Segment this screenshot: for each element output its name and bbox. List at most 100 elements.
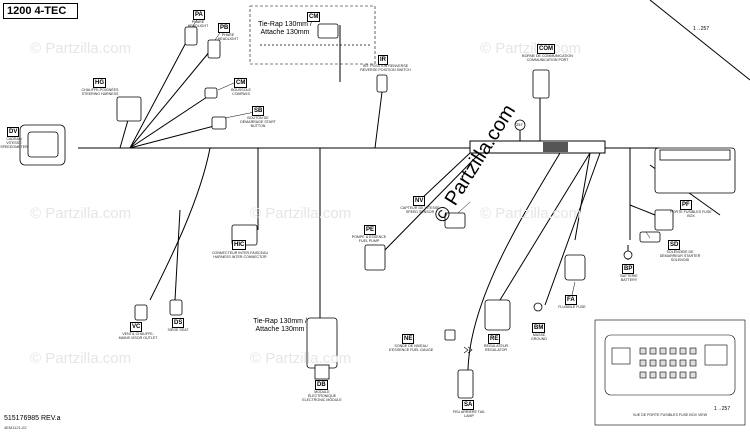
drawing-code: 4EM1121-02 xyxy=(4,425,27,430)
tie-rap-top-text: Tie-Rap 130mm / Attache 130mm xyxy=(258,21,312,36)
ecu-module-top xyxy=(659,149,731,161)
label-cm: BOUSSOLE COMPASS xyxy=(231,88,251,96)
label-com: BORNE DE COMMUNICATION COMMUNICATION POR… xyxy=(522,54,573,62)
label-fa: FLUSIBLE FUSE xyxy=(558,305,586,309)
tag-com: COM xyxy=(537,44,555,54)
tag-dv: DV xyxy=(7,127,20,137)
fuse-box-view-label: VUE DE PORTE FUSIBLES FUSE BOX VIEW xyxy=(632,413,708,417)
tag-ds: DS xyxy=(172,318,185,328)
tag-fa: FA xyxy=(565,295,577,305)
wire-break xyxy=(463,346,473,354)
fuse-box-view xyxy=(604,334,736,396)
tag-re: RE xyxy=(488,334,501,344)
label-pb: PHARE HEADLIGHT xyxy=(217,33,239,41)
hg-connector xyxy=(116,96,142,122)
sd-connector xyxy=(639,231,661,243)
part-number: 515176985 REV.a xyxy=(4,415,61,422)
tag-vc: VC xyxy=(130,322,143,332)
watermark-1: © Partzilla.com xyxy=(30,40,132,57)
label-ne: SONDE DE NIVEAU D'ESSENCE FUEL GAUGE xyxy=(388,344,434,352)
tag-sb: SB xyxy=(252,106,265,116)
vc-connector xyxy=(134,304,148,321)
tag-bp: BP xyxy=(622,264,635,274)
label-hic: CONNECTEUR INTER-FAISCEAU HARNESS INTER … xyxy=(211,251,269,259)
cm-connector xyxy=(204,87,218,99)
tie-rap-boxes xyxy=(249,5,746,426)
label-bp: BATTERIE BATTERY xyxy=(620,274,638,282)
label-sb: BOUTON DE DÉMARRAGE START BUTTON xyxy=(240,116,276,128)
branch-to-fa xyxy=(574,152,591,241)
label-db: MODULE ÉLECTRONIQUE ELECTRONIC MODULE xyxy=(302,390,342,402)
tag-hic: HIC xyxy=(232,240,247,250)
tie-rap-bottom-text: Tie-Rap 130mm / Attache 130mm xyxy=(253,318,307,333)
diagram-title: 1200 4-TEC xyxy=(3,3,78,19)
label-vc: VENTIL CHAUFFE-MAINS VISOR OUTLET xyxy=(118,332,158,340)
label-sd: SOLÉNOÏDE DE DÉMARREUR STARTER SOLENOID xyxy=(659,250,701,262)
watermark-4: © Partzilla.com xyxy=(250,205,352,222)
ne-connector xyxy=(444,329,456,341)
label-dv: CADRAN VITESSE SPEEDOMETER xyxy=(0,137,28,149)
com-connector xyxy=(532,69,550,99)
tag-pe: PE xyxy=(364,225,377,235)
ds-connector xyxy=(169,299,183,316)
label-nv: CAPTEUR DE VITESSE SPEED SENSOR xyxy=(400,206,440,214)
watermark-2: © Partzilla.com xyxy=(480,40,582,57)
bm-terminal xyxy=(533,302,543,312)
tag-hg: HG xyxy=(93,78,106,88)
db-module-stem xyxy=(314,364,330,380)
branch-to-pe xyxy=(379,152,481,256)
pb-connector xyxy=(207,39,221,59)
branch-to-sd xyxy=(629,204,656,216)
tag-sd: SD xyxy=(668,240,681,250)
fuse-box-relay xyxy=(704,344,728,366)
ecm-box xyxy=(594,319,746,426)
watermark-7: © Partzilla.com xyxy=(480,205,582,222)
label-pe: POMPE À ESSENCE FUEL PUMP xyxy=(351,235,387,243)
nv-connector xyxy=(444,212,466,229)
branch-to-top-right xyxy=(649,0,750,81)
component-shapes xyxy=(19,23,736,399)
tag-pf: PF xyxy=(680,200,692,210)
watermark-3: © Partzilla.com xyxy=(30,205,132,222)
watermark-6: © Partzilla.com xyxy=(250,350,352,367)
label-pf: PORTE FUSIBLES FUSE BOX xyxy=(670,210,712,218)
branch-to-re xyxy=(499,152,591,301)
tag-sa: SA xyxy=(462,400,475,410)
re-connector xyxy=(484,299,511,331)
fuse-box-cells xyxy=(639,347,697,379)
branch-left-down xyxy=(149,147,211,301)
label-bm: MASSE GROUND xyxy=(531,333,547,341)
sa-connector xyxy=(457,369,474,399)
ref-top-right: 1→257 xyxy=(693,26,710,32)
tag-cm: CM xyxy=(234,78,248,88)
splice-number: 257 xyxy=(516,122,523,127)
harness-sleeve-hatch xyxy=(543,142,568,152)
watermark-5: © Partzilla.com xyxy=(30,350,132,367)
branch-to-nv xyxy=(419,152,471,201)
label-re: RÉGULATEUR REGULATOR xyxy=(483,344,509,352)
branch-to-ds xyxy=(174,209,181,301)
pe-connector xyxy=(364,244,386,271)
tag-bm: BM xyxy=(532,323,546,333)
bp-terminal xyxy=(623,250,633,260)
label-hg: CHAUFFE-POIGNÉES STEERING HARNESS xyxy=(81,88,119,96)
branch-to-bm xyxy=(544,152,601,306)
tag-ne: NE xyxy=(402,334,415,344)
label-pa: PHARE HEADLIGHT xyxy=(187,20,209,28)
harness-sleeve xyxy=(469,140,606,154)
speedometer-inner xyxy=(27,131,59,158)
branch-to-pa xyxy=(129,34,191,149)
branch-to-hg xyxy=(119,119,129,149)
fa-connector xyxy=(564,254,586,281)
tag-pa: PA xyxy=(193,10,205,20)
tag-cm-top: CM xyxy=(307,12,321,22)
pf-connector xyxy=(654,209,674,231)
tie-rap-box-top xyxy=(249,5,376,65)
splice-bubble xyxy=(514,119,526,131)
label-ds: SIÈGE SEAT xyxy=(167,328,189,332)
tag-pb: PB xyxy=(218,23,231,33)
branch-to-ir xyxy=(374,91,383,149)
branch-to-sb xyxy=(129,124,219,149)
